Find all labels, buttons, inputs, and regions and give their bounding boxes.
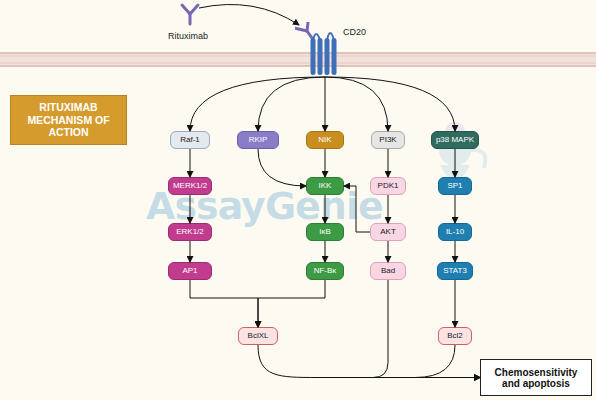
pathway-arrow xyxy=(415,345,480,378)
node-text: RITUXIMAB MECHANISM OF ACTION xyxy=(17,101,120,139)
node-text: PI3K xyxy=(379,136,396,145)
pathway-arrow xyxy=(455,241,456,262)
protein-box: NF-Bκ xyxy=(306,262,344,280)
pathway-arrow xyxy=(258,280,325,327)
protein-box: AP1 xyxy=(168,262,212,280)
antibody-arm xyxy=(295,24,307,36)
pathway-arrow xyxy=(258,149,306,186)
pathway-arrow xyxy=(455,149,456,177)
node-text: Bad xyxy=(381,267,395,276)
pathway-arrow xyxy=(388,241,389,262)
protein-box: PI3K xyxy=(371,131,405,149)
node-text: NF-Bκ xyxy=(314,267,337,276)
pathway-arrow xyxy=(388,149,389,177)
node-text: ERK1/2 xyxy=(176,228,204,237)
protein-box: STAT3 xyxy=(437,262,473,280)
membrane-line xyxy=(0,63,596,64)
pathway-arrow xyxy=(325,77,326,131)
receptor-loop xyxy=(327,33,334,40)
node-text: STAT3 xyxy=(443,267,467,276)
node-text: Rituximab xyxy=(168,32,208,42)
pathway-arrow xyxy=(325,77,455,131)
protein-box: IκB xyxy=(306,223,344,241)
node-text: AP1 xyxy=(182,267,197,276)
cell-membrane xyxy=(0,53,596,66)
protein-box: Raf-1 xyxy=(170,131,210,149)
antibody-arm xyxy=(302,22,314,31)
protein-box: IKK xyxy=(306,177,344,195)
protein-box: AKT xyxy=(370,223,406,241)
node-text: Raf-1 xyxy=(180,136,200,145)
antibody-art xyxy=(160,2,224,48)
pathway-arrow xyxy=(325,149,326,177)
protein-box: NIK xyxy=(306,131,344,149)
pathway-arrow xyxy=(325,195,326,223)
pathway-arrow xyxy=(190,195,191,223)
pathway-arrow xyxy=(388,195,389,223)
receptor-node: CD20 xyxy=(295,22,375,77)
pathway-arrow xyxy=(190,241,191,262)
node-text: MERK1/2 xyxy=(173,182,207,191)
protein-box: MERK1/2 xyxy=(168,177,212,195)
node-text: NIK xyxy=(318,136,331,145)
antibody-arm xyxy=(190,5,198,14)
antibody-arm xyxy=(182,5,190,14)
receptor-helix xyxy=(332,38,337,75)
protein-box: p38 MAPK xyxy=(431,131,479,149)
pathway-arrow xyxy=(344,186,370,232)
pathway-arrow xyxy=(325,77,388,131)
antibody-symbol xyxy=(182,5,198,24)
protein-box: BclXL xyxy=(238,327,278,345)
pathway-arrow xyxy=(190,149,191,177)
pathway-arrow xyxy=(455,280,456,327)
node-text: p38 MAPK xyxy=(436,136,474,145)
receptor-helix xyxy=(311,38,316,75)
protein-box: IL-10 xyxy=(438,223,472,241)
receptor-loop xyxy=(313,34,320,40)
pathway-arrow xyxy=(190,77,325,131)
pathway-arrow xyxy=(190,280,258,327)
antibody-symbol xyxy=(295,22,319,44)
node-text: IκB xyxy=(319,228,331,237)
pathway-arrow xyxy=(199,4,299,25)
title-box: RITUXIMAB MECHANISM OF ACTION xyxy=(10,95,127,145)
membrane-line xyxy=(0,52,596,54)
node-text: AKT xyxy=(380,228,396,237)
node-text: PDK1 xyxy=(378,182,399,191)
node-text: SP1 xyxy=(447,182,462,191)
pathway-arrow xyxy=(258,345,480,378)
pathway-arrow xyxy=(455,195,456,223)
node-text: Bcl2 xyxy=(447,332,463,341)
node-text: IKK xyxy=(319,182,332,191)
receptor-helix xyxy=(325,38,330,75)
node-text: IL-10 xyxy=(446,228,464,237)
receptor-helix xyxy=(318,38,323,75)
protein-box: SP1 xyxy=(438,177,472,195)
protein-box: ERK1/2 xyxy=(168,223,212,241)
antibody-node: Rituximab xyxy=(160,2,224,48)
node-text: RKIP xyxy=(249,136,268,145)
node-text: CD20 xyxy=(343,28,366,38)
pathway-arrow xyxy=(258,77,325,131)
protein-box: PDK1 xyxy=(370,177,406,195)
outcome-box: Chemosensitivity and apoptosis xyxy=(480,359,592,396)
node-text: Chemosensitivity and apoptosis xyxy=(485,367,587,389)
protein-box: RKIP xyxy=(237,131,279,149)
protein-box: Bad xyxy=(370,262,406,280)
node-text: BclXL xyxy=(248,332,269,341)
protein-box: Bcl2 xyxy=(438,327,472,345)
pathway-arrow xyxy=(325,241,326,262)
membrane-line xyxy=(0,56,596,57)
membrane-line xyxy=(0,65,596,67)
pathway-arrow xyxy=(373,280,480,378)
